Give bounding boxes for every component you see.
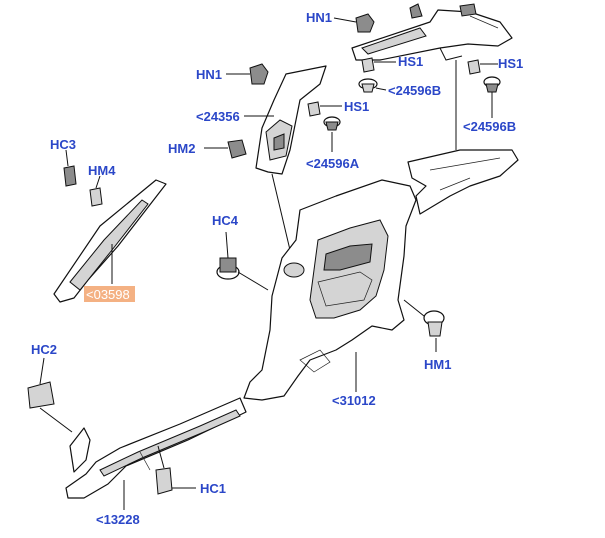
label-hs1-upper: HS1 bbox=[398, 54, 423, 69]
fastener-hc1 bbox=[155, 445, 196, 495]
a-pillar-trim bbox=[53, 179, 167, 303]
highlight-03598 bbox=[84, 286, 135, 302]
label-24596a: <24596A bbox=[306, 156, 360, 171]
label-hn1-top: HN1 bbox=[306, 10, 332, 25]
label-hc3: HC3 bbox=[50, 137, 76, 152]
fastener-24596b-mid bbox=[358, 78, 387, 93]
label-hc4: HC4 bbox=[212, 213, 239, 228]
fastener-hs1-mid bbox=[307, 101, 342, 117]
fastener-24596a bbox=[323, 116, 341, 152]
fastener-hc3 bbox=[63, 149, 77, 187]
label-hm2: HM2 bbox=[168, 141, 195, 156]
quarter-trim-panel bbox=[243, 179, 417, 401]
label-hm1: HM1 bbox=[424, 357, 451, 372]
label-24356: <24356 bbox=[196, 109, 240, 124]
fastener-hm1 bbox=[403, 299, 445, 352]
fastener-hn1-top bbox=[333, 13, 375, 33]
b-pillar-upper-trim bbox=[255, 65, 327, 251]
fastener-hs1-right bbox=[467, 59, 498, 75]
label-03598: <03598 bbox=[86, 287, 130, 302]
rear-upper-trim-panel bbox=[407, 60, 519, 215]
sill-scuff-plate bbox=[65, 397, 247, 499]
fastener-hn1-left bbox=[226, 63, 269, 85]
label-hs1-right: HS1 bbox=[498, 56, 523, 71]
fastener-hs1-upper bbox=[361, 57, 396, 73]
label-31012: <31012 bbox=[332, 393, 376, 408]
fastener-hm2 bbox=[204, 139, 247, 159]
fastener-hm4 bbox=[89, 175, 103, 207]
label-hs1-mid: HS1 bbox=[344, 99, 369, 114]
label-hc1: HC1 bbox=[200, 481, 226, 496]
fastener-hc4 bbox=[216, 231, 269, 291]
fastener-hc2 bbox=[27, 357, 73, 433]
fastener-24596b-right bbox=[483, 76, 501, 118]
leader-lines bbox=[111, 115, 357, 510]
upper-rear-bracket bbox=[351, 3, 513, 61]
label-24596b-right: <24596B bbox=[463, 119, 516, 134]
label-hn1-left: HN1 bbox=[196, 67, 222, 82]
label-hm4: HM4 bbox=[88, 163, 116, 178]
label-13228: <13228 bbox=[96, 512, 140, 527]
label-hc2: HC2 bbox=[31, 342, 57, 357]
label-24596b-mid: <24596B bbox=[388, 83, 441, 98]
